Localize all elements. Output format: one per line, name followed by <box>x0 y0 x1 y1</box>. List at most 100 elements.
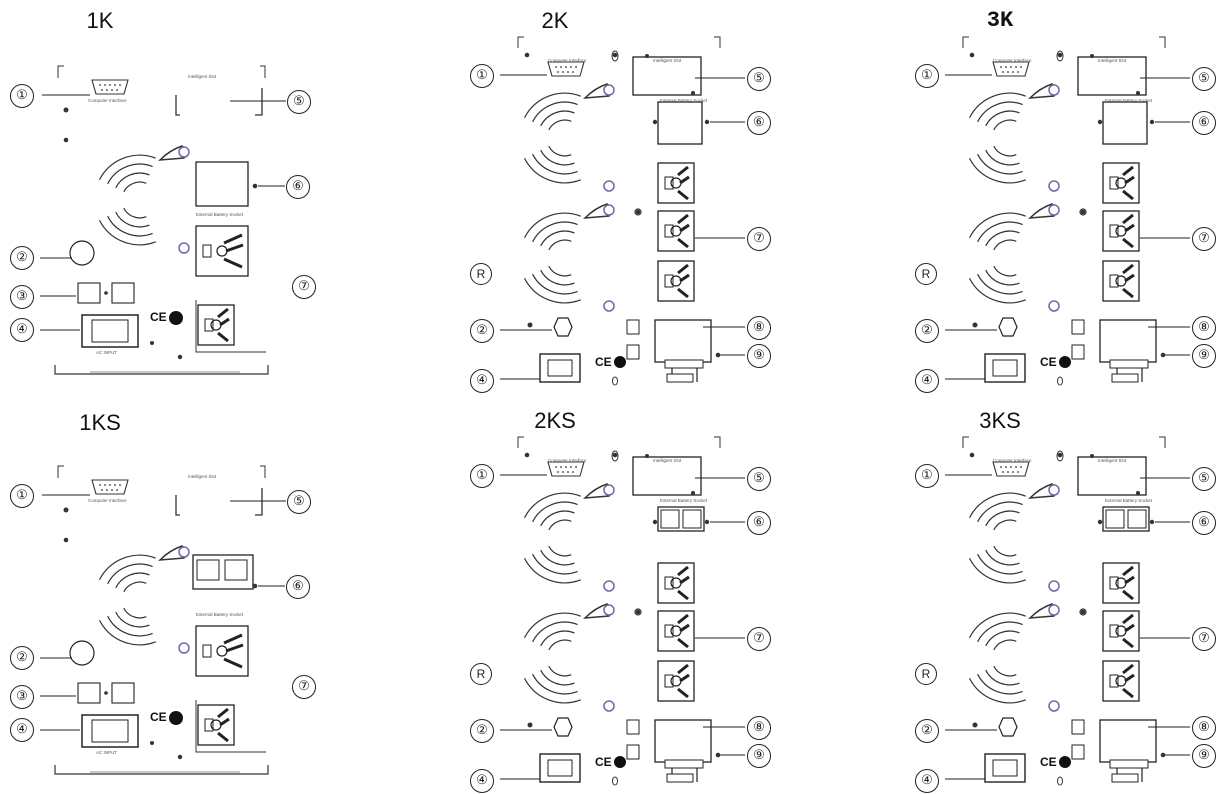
screw-dot <box>612 452 618 458</box>
db9-pin <box>560 466 562 468</box>
cooling-fan <box>107 563 153 585</box>
screw-dot <box>1097 119 1103 125</box>
cooling-fan-upper <box>993 519 1017 531</box>
cooling-fan-upper <box>993 119 1017 131</box>
ac-outlet-1 <box>1102 162 1140 204</box>
db9-pin <box>116 89 118 91</box>
cooling-fan-upper <box>532 153 578 175</box>
outlet-pin <box>1122 663 1134 675</box>
cooling-fan-lower <box>540 630 575 647</box>
cooling-fan-upper <box>993 545 1017 557</box>
outlet-pin <box>225 243 244 253</box>
callout-4: ④ <box>915 369 939 393</box>
circuit-breaker <box>69 240 95 266</box>
indicator-hole <box>611 450 619 462</box>
ac-outlet-1 <box>657 162 695 204</box>
db9-pin <box>565 66 567 68</box>
callout-1: ① <box>10 484 34 508</box>
corner-mark <box>1159 436 1166 448</box>
computer-interface-db9 <box>992 461 1030 477</box>
cooling-fan-lower <box>532 673 578 695</box>
terminal-screws <box>664 359 704 369</box>
cooling-fan <box>98 219 156 246</box>
computer-interface-db9 <box>91 479 129 495</box>
computer-interface-db9 <box>547 461 585 477</box>
callout-8: ⑧ <box>747 316 771 340</box>
callout-1: ① <box>470 64 494 88</box>
model-title-1ks: 1KS <box>79 410 121 435</box>
network-port-out <box>626 344 640 360</box>
fan-screw <box>603 484 615 496</box>
indicator-hole <box>612 776 618 786</box>
outlet-slot <box>204 718 214 732</box>
corner-mark <box>260 65 266 78</box>
ac-input-inner <box>91 319 129 343</box>
corner-mark <box>57 65 64 78</box>
outlet-pin <box>677 213 689 225</box>
panel-2ks <box>500 436 745 786</box>
screw-dot <box>104 291 108 295</box>
fan-screw <box>1048 180 1060 192</box>
slot-bracket <box>255 488 263 516</box>
outlet-frame <box>195 300 266 353</box>
outlet-slot <box>664 674 674 688</box>
db9-pin <box>570 466 572 468</box>
ac-outlet-1 <box>657 562 695 604</box>
callout-1: ① <box>470 464 494 488</box>
registered-mark: R <box>470 263 492 285</box>
screw-dot <box>652 119 658 125</box>
callout-1: ① <box>915 464 939 488</box>
db9-pin <box>575 66 577 68</box>
callout-5: ⑤ <box>1192 467 1216 491</box>
callout-6: ⑥ <box>1192 511 1216 535</box>
db9-pin <box>101 489 103 491</box>
bottom-bracket <box>54 365 269 375</box>
outlet-pin <box>1122 263 1134 275</box>
db9-pin <box>1020 466 1022 468</box>
screw-dot <box>1080 609 1086 615</box>
db9-pin <box>562 71 564 73</box>
circuit-breaker <box>553 317 573 337</box>
ce-mark: CE <box>595 755 612 769</box>
screw-dot <box>150 341 154 345</box>
slot-bracket <box>255 88 263 116</box>
ac-outlet-3 <box>657 660 695 702</box>
callout-6: ⑥ <box>747 511 771 535</box>
callout-7: ⑦ <box>1192 627 1216 651</box>
outlet-pin <box>217 331 229 343</box>
corner-mark <box>962 36 969 48</box>
fan-screw <box>1048 204 1060 216</box>
outlet-pin <box>677 287 689 299</box>
corner-mark <box>57 465 64 478</box>
cooling-fan-lower <box>993 665 1017 677</box>
outlet-pin <box>223 657 243 669</box>
intelligent-slot-label: Intelligent Slot <box>188 74 217 79</box>
network-port-out <box>111 282 135 304</box>
computer-interface-label: Computer Interface <box>993 58 1032 63</box>
outlet-pin <box>677 687 689 699</box>
ext-battery-label: External Battery Socket <box>660 98 708 103</box>
callout-9: ⑨ <box>747 744 771 768</box>
db9-pin <box>104 484 106 486</box>
db9-pin <box>101 89 103 91</box>
db9-pin <box>570 66 572 68</box>
db9-pin <box>560 66 562 68</box>
circuit-breaker <box>553 717 573 737</box>
ac-input-inner <box>91 719 129 743</box>
computer-interface-label: Computer Interface <box>88 98 127 103</box>
fan-screw <box>1048 604 1060 616</box>
terminal-screws <box>664 759 704 769</box>
cooling-fan-upper <box>968 492 1026 519</box>
db9-pin <box>1020 66 1022 68</box>
outlet-pin <box>679 673 690 683</box>
network-port-out <box>1071 744 1085 760</box>
corner-mark <box>714 436 721 448</box>
ac-input-inner <box>992 759 1018 777</box>
ac-outlet-3 <box>1102 260 1140 302</box>
ac-input-inner <box>547 759 573 777</box>
outlet-pin <box>1122 637 1134 649</box>
ce-mark: CE <box>1040 755 1057 769</box>
ce-mark: CE <box>1040 355 1057 369</box>
screw-dot <box>972 722 978 728</box>
db9-pin <box>1012 71 1014 73</box>
